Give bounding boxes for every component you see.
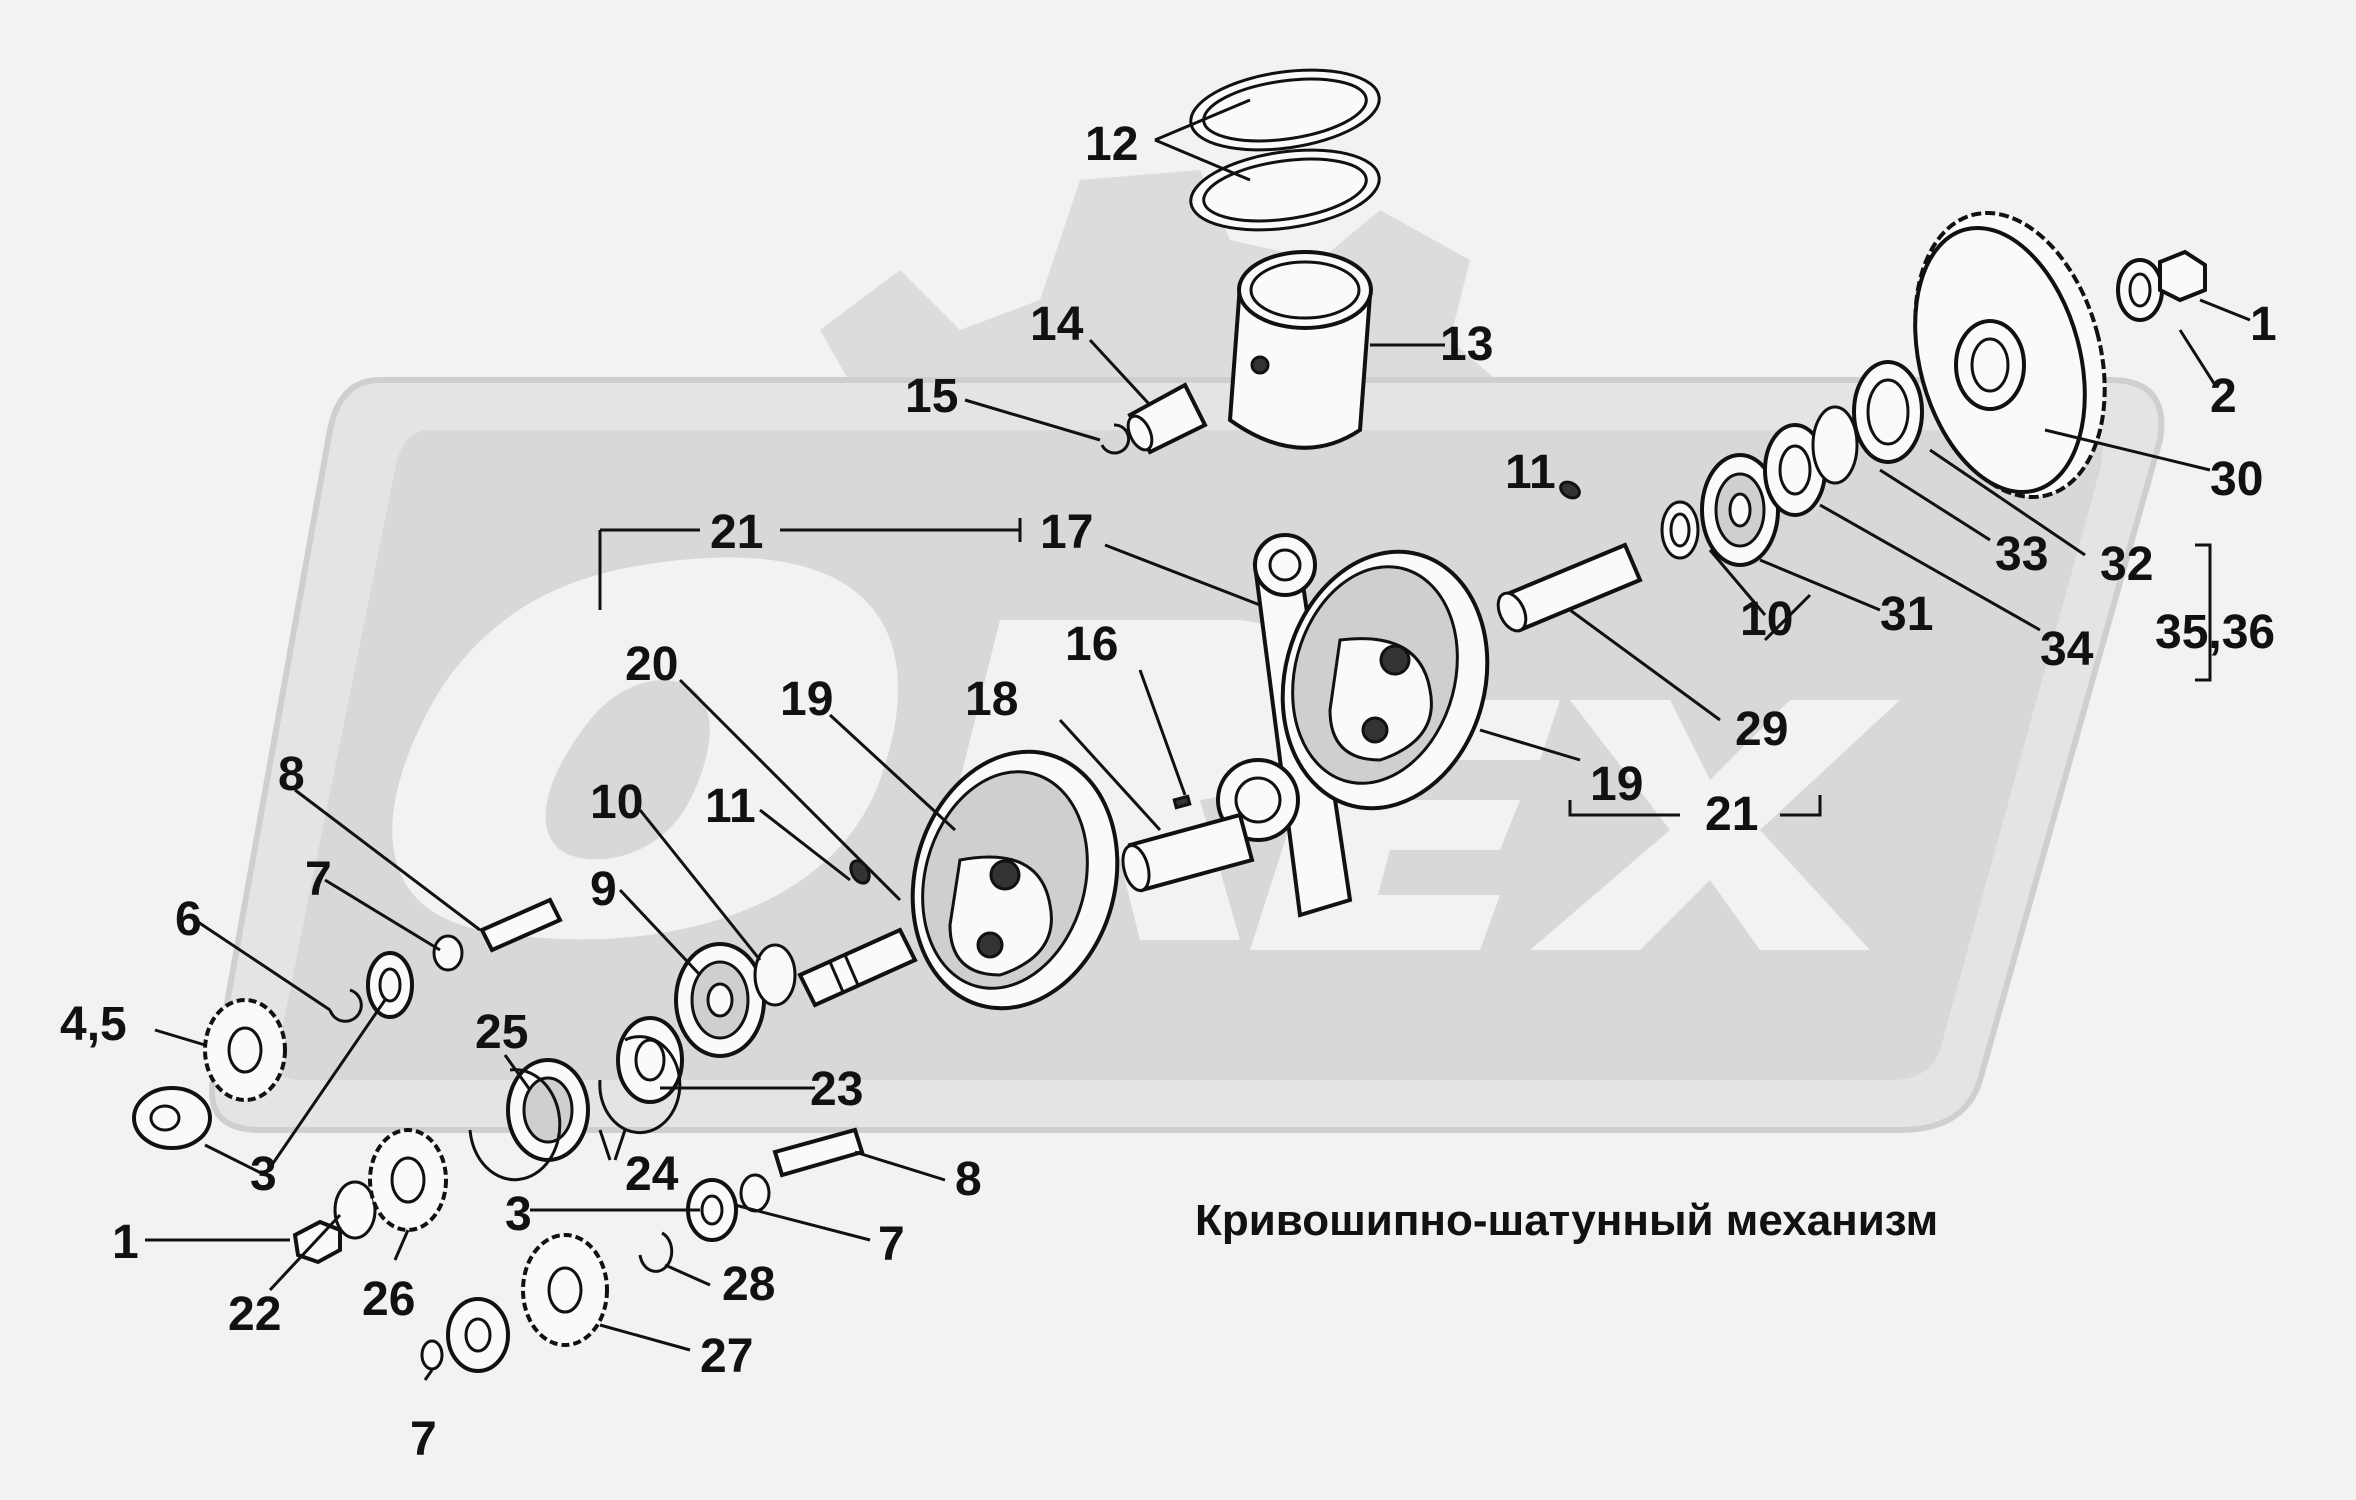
left-parts xyxy=(132,897,563,1150)
callout-7-mid: 7 xyxy=(878,1218,905,1271)
callout-12: 12 xyxy=(1085,118,1138,171)
middle-bearings xyxy=(468,942,797,1182)
callout-35-36: 35,36 xyxy=(2155,606,2275,659)
watermark-x-letter xyxy=(1530,700,1900,950)
callout-31: 31 xyxy=(1880,588,1933,641)
callout-27: 27 xyxy=(700,1330,753,1383)
shaft-right xyxy=(1496,480,1643,633)
callout-14: 14 xyxy=(1030,298,1084,351)
big-gear xyxy=(1913,211,2107,499)
callout-19-left: 19 xyxy=(780,673,833,726)
callout-30: 30 xyxy=(2210,453,2263,506)
piston-rings xyxy=(1189,68,1381,232)
crank-pin xyxy=(1121,794,1255,893)
shaft-left xyxy=(797,859,918,1008)
callout-13: 13 xyxy=(1440,318,1493,371)
callout-22: 22 xyxy=(228,1288,281,1341)
callout-17: 17 xyxy=(1040,506,1093,559)
flywheel-right xyxy=(1280,549,1490,811)
callout-21-right: 21 xyxy=(1705,788,1758,841)
callout-1-top: 1 xyxy=(2250,298,2277,351)
parts xyxy=(132,68,2207,1373)
callout-3-a: 3 xyxy=(250,1148,277,1201)
callout-19-right: 19 xyxy=(1590,758,1643,811)
piston-pin xyxy=(1100,382,1208,455)
callout-26: 26 xyxy=(362,1273,415,1326)
callout-6: 6 xyxy=(175,893,202,946)
diagram-title: Кривошипно-шатунный механизм xyxy=(1195,1196,1938,1245)
callout-11-left: 11 xyxy=(705,780,756,833)
callout-34: 34 xyxy=(2040,623,2094,676)
callout-9: 9 xyxy=(590,863,617,916)
bottom-gears xyxy=(292,1127,865,1373)
callout-28: 28 xyxy=(722,1258,775,1311)
callout-20: 20 xyxy=(625,638,678,691)
callout-33: 33 xyxy=(1995,528,2048,581)
watermark-o-hole xyxy=(545,680,710,860)
right-bearings xyxy=(1660,360,1924,567)
callouts: 12 13 14 15 1 2 30 32 33 34 31 10 35,36 … xyxy=(60,118,2277,1466)
callout-24: 24 xyxy=(625,1148,679,1201)
callout-32: 32 xyxy=(2100,538,2153,591)
callout-25: 25 xyxy=(475,1006,528,1059)
watermark xyxy=(209,170,2165,1133)
callout-8-bot: 8 xyxy=(955,1153,982,1206)
callout-4-5: 4,5 xyxy=(60,998,127,1051)
callout-7-bot: 7 xyxy=(410,1413,437,1466)
callout-21-top: 21 xyxy=(710,506,763,559)
callout-1-bot: 1 xyxy=(112,1216,139,1269)
callout-10-right: 10 xyxy=(1740,593,1793,646)
callout-15: 15 xyxy=(905,370,958,423)
callout-10-left: 10 xyxy=(590,776,643,829)
callout-18: 18 xyxy=(965,673,1018,726)
callout-16: 16 xyxy=(1065,618,1118,671)
callout-23: 23 xyxy=(810,1063,863,1116)
nut-washer-top xyxy=(2116,249,2207,322)
callout-11-top: 11 xyxy=(1505,446,1556,499)
callout-7-top: 7 xyxy=(305,853,332,906)
callout-8-top: 8 xyxy=(278,748,305,801)
piston xyxy=(1227,250,1373,450)
callout-2: 2 xyxy=(2210,370,2237,423)
leader-lines xyxy=(145,98,2251,1381)
callout-3-b: 3 xyxy=(505,1188,532,1241)
callout-29: 29 xyxy=(1735,703,1788,756)
flywheel-left xyxy=(910,749,1120,1011)
